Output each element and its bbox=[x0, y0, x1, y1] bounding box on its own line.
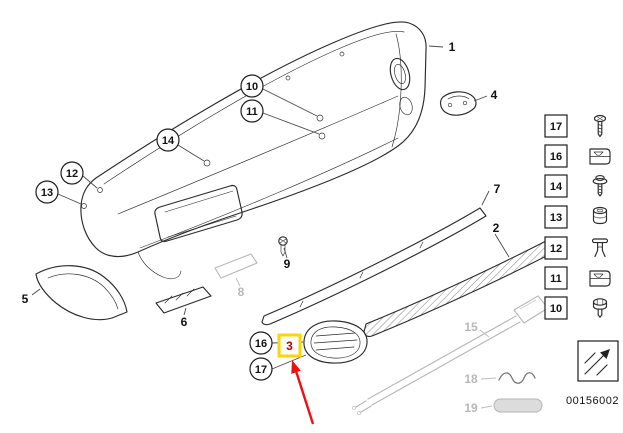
callout-19-grayed[interactable]: 19 bbox=[464, 401, 478, 415]
callout-2[interactable]: 2 bbox=[493, 221, 500, 235]
legend-14-label: 14 bbox=[550, 181, 563, 193]
callout-15-label: 15 bbox=[464, 320, 478, 334]
callout-8-label: 8 bbox=[238, 285, 245, 299]
diagram-part-number: 00156002 bbox=[566, 395, 619, 407]
legend-row-10[interactable]: 10 bbox=[544, 296, 608, 320]
legend-12-label: 12 bbox=[550, 243, 562, 255]
strip-part-6 bbox=[155, 286, 212, 314]
grayed-parts bbox=[214, 253, 549, 415]
grommet-nut-icon bbox=[592, 206, 608, 225]
bracket-part-4 bbox=[439, 91, 477, 116]
fastener-legend: 17 16 14 bbox=[544, 114, 619, 382]
callout-1[interactable]: 1 bbox=[449, 40, 456, 54]
leader-lines bbox=[31, 45, 510, 409]
cross-reference-arrow-icon[interactable] bbox=[577, 340, 619, 382]
legend-10-label: 10 bbox=[550, 303, 562, 315]
callout-9[interactable]: 9 bbox=[284, 257, 291, 271]
callout-12[interactable]: 12 bbox=[60, 161, 84, 185]
callout-18-label: 18 bbox=[464, 372, 478, 386]
highlight-box bbox=[277, 333, 302, 358]
washer-screw-icon bbox=[592, 175, 608, 197]
callout-4[interactable]: 4 bbox=[491, 88, 498, 102]
legend-row-13[interactable]: 13 bbox=[544, 205, 608, 229]
callout-3-label: 3 bbox=[286, 339, 293, 353]
callout-6-label: 6 bbox=[181, 315, 188, 329]
legend-row-14[interactable]: 14 bbox=[544, 174, 608, 198]
callout-7-label: 7 bbox=[494, 182, 501, 196]
callout-17-label: 17 bbox=[255, 364, 267, 376]
callout-7[interactable]: 7 bbox=[494, 182, 501, 196]
trim-strip-part-7 bbox=[261, 207, 487, 326]
legend-11-label: 11 bbox=[550, 273, 562, 285]
callout-16[interactable]: 16 bbox=[249, 331, 273, 355]
callout-18-grayed[interactable]: 18 bbox=[464, 372, 478, 386]
legend-row-12[interactable]: 12 bbox=[544, 236, 609, 260]
callout-14[interactable]: 14 bbox=[156, 128, 180, 152]
legend-17-label: 17 bbox=[550, 121, 562, 133]
legend-row-16[interactable]: 16 bbox=[544, 144, 611, 168]
selection-arrow bbox=[291, 360, 315, 425]
callout-6[interactable]: 6 bbox=[181, 315, 188, 329]
callout-10[interactable]: 10 bbox=[240, 74, 264, 98]
callout-9-label: 9 bbox=[284, 257, 291, 271]
callout-11-label: 11 bbox=[246, 106, 258, 118]
callout-11[interactable]: 11 bbox=[240, 99, 264, 123]
callout-15-grayed[interactable]: 15 bbox=[464, 320, 478, 334]
legend-13-label: 13 bbox=[550, 212, 562, 224]
screw-icon bbox=[593, 114, 607, 138]
diffuser-strip-part-2 bbox=[363, 239, 555, 338]
highlighted-callout-3[interactable]: 3 bbox=[277, 333, 302, 358]
callout-4-label: 4 bbox=[491, 88, 498, 102]
hex-bolt-icon bbox=[592, 298, 608, 318]
callout-1-label: 1 bbox=[449, 40, 456, 54]
strip-part-8 bbox=[214, 253, 258, 279]
tube-part-19 bbox=[493, 398, 543, 413]
expanding-rivet-icon bbox=[591, 238, 609, 258]
bumper-cover-part bbox=[80, 21, 427, 280]
callout-5[interactable]: 5 bbox=[22, 292, 29, 306]
legend-row-17[interactable]: 17 bbox=[544, 114, 607, 138]
harness-part-15 bbox=[352, 295, 549, 415]
callout-10-label: 10 bbox=[246, 81, 258, 93]
sheet-metal-clip-icon bbox=[589, 270, 611, 287]
callout-8-grayed[interactable]: 8 bbox=[238, 285, 245, 299]
vent-grille-part-3 bbox=[303, 320, 368, 364]
callout-13-label: 13 bbox=[41, 187, 53, 199]
corner-trim-part-5 bbox=[35, 265, 128, 321]
sheet-metal-clip-icon bbox=[589, 148, 611, 165]
callout-5-label: 5 bbox=[22, 292, 29, 306]
callout-19-label: 19 bbox=[464, 401, 478, 415]
spring-part-18 bbox=[498, 372, 536, 384]
callout-14-label: 14 bbox=[162, 135, 175, 147]
callout-2-label: 2 bbox=[493, 221, 500, 235]
legend-row-11[interactable]: 11 bbox=[544, 266, 611, 290]
callout-17[interactable]: 17 bbox=[249, 357, 273, 381]
callout-16-label: 16 bbox=[255, 338, 267, 350]
legend-16-label: 16 bbox=[550, 151, 562, 163]
callout-12-label: 12 bbox=[66, 168, 78, 180]
callout-13[interactable]: 13 bbox=[35, 180, 59, 204]
